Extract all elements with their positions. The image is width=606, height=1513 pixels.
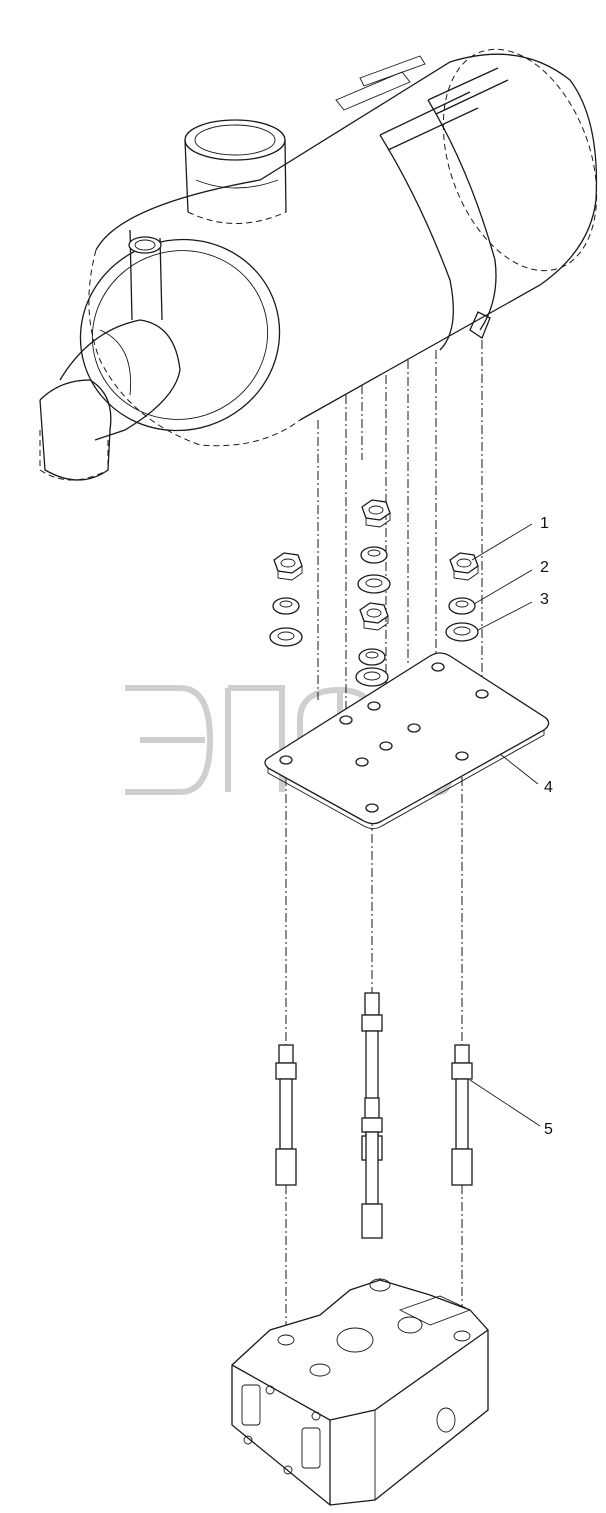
callout-1: 1	[540, 515, 549, 532]
cylinder-head-icon	[231, 1278, 489, 1506]
nut-icon	[361, 499, 391, 528]
stud-icon	[361, 1097, 383, 1239]
assembly-lines	[285, 340, 483, 1335]
callout-4: 4	[544, 779, 553, 796]
callout-5: 5	[544, 1121, 553, 1138]
nut-icon	[273, 552, 303, 581]
nut-icon	[359, 602, 389, 631]
leader-lines	[469, 523, 541, 1127]
mounting-plate-icon	[264, 652, 550, 830]
callout-3: 3	[540, 591, 549, 608]
callout-2: 2	[540, 559, 549, 576]
stud-icon	[275, 1044, 297, 1186]
stud-icon	[451, 1044, 473, 1186]
lock-washer-icon	[272, 546, 476, 666]
air-cleaner-icon	[39, 48, 598, 481]
flat-washer-icon	[269, 574, 479, 687]
nut-icon	[449, 552, 479, 581]
